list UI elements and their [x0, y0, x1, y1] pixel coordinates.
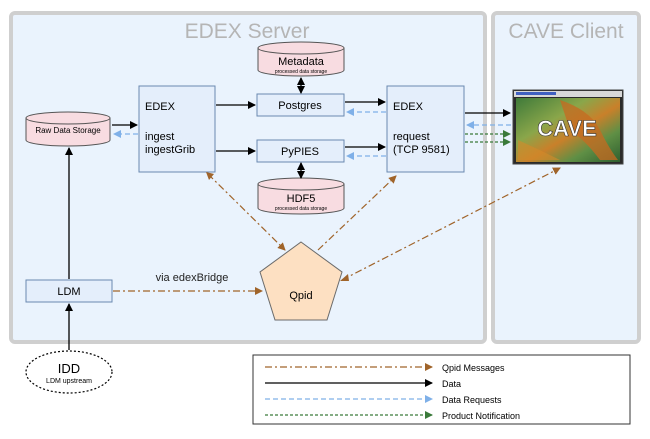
metadata-subtitle: processed data storage	[275, 69, 327, 75]
edex-request-title: EDEX	[393, 101, 424, 113]
edex-bridge-label: via edexBridge	[156, 272, 229, 284]
ldm-node: LDM	[25, 279, 113, 303]
pypies-label: PyPIES	[281, 146, 319, 158]
idd-subtitle: LDM upstream	[46, 378, 92, 385]
edex-ingest-line3: ingestGrib	[145, 144, 195, 156]
ldm-label: LDM	[57, 286, 80, 298]
edex-request-line3: (TCP 9581)	[393, 144, 450, 156]
legend-label-requests: Data Requests	[442, 395, 502, 405]
qpid-label: Qpid	[289, 290, 312, 302]
edex-request-node: EDEX request (TCP 9581)	[386, 85, 465, 173]
raw-data-storage: Raw Data Storage	[25, 111, 111, 147]
hdf5-database: HDF5 processed data storage	[257, 177, 345, 215]
qpid-cave-message	[341, 167, 561, 281]
idd-title: IDD	[58, 361, 80, 376]
legend: Qpid Messages Data Data Requests Product…	[252, 354, 631, 425]
postgres-label: Postgres	[278, 100, 322, 112]
cave-logo-text: CAVE	[537, 116, 597, 141]
pypies-node: PyPIES	[256, 139, 345, 163]
cave-client-title: CAVE Client	[508, 20, 623, 43]
cave-client-panel	[491, 11, 641, 344]
qpid-node: Qpid	[259, 241, 343, 321]
legend-label-notification: Product Notification	[442, 411, 520, 421]
idd-node: IDD LDM upstream	[25, 350, 113, 394]
edex-ingest-node: EDEX ingest ingestGrib	[138, 85, 216, 173]
legend-label-data: Data	[442, 379, 461, 389]
qpid-ingest-arrowhead	[206, 172, 214, 180]
edex-server-title: EDEX Server	[185, 20, 310, 43]
edex-ingest-line2: ingest	[145, 131, 174, 143]
edex-server-panel	[9, 11, 487, 344]
legend-label-qpid: Qpid Messages	[442, 363, 505, 373]
qpid-request-message	[317, 175, 397, 251]
hdf5-subtitle: processed data storage	[275, 206, 327, 212]
metadata-database: Metadata processed data storage	[257, 41, 345, 77]
qpid-ingest-message	[207, 173, 286, 251]
raw-data-storage-label: Raw Data Storage	[35, 126, 101, 135]
qpid-cave-start-arrowhead	[340, 274, 349, 281]
edex-ingest-title: EDEX	[145, 101, 176, 113]
cave-screenshot: CAVE	[512, 89, 624, 165]
edex-request-line2: request	[393, 131, 430, 143]
hdf5-title: HDF5	[287, 193, 316, 205]
metadata-title: Metadata	[278, 56, 325, 68]
postgres-node: Postgres	[256, 93, 345, 117]
